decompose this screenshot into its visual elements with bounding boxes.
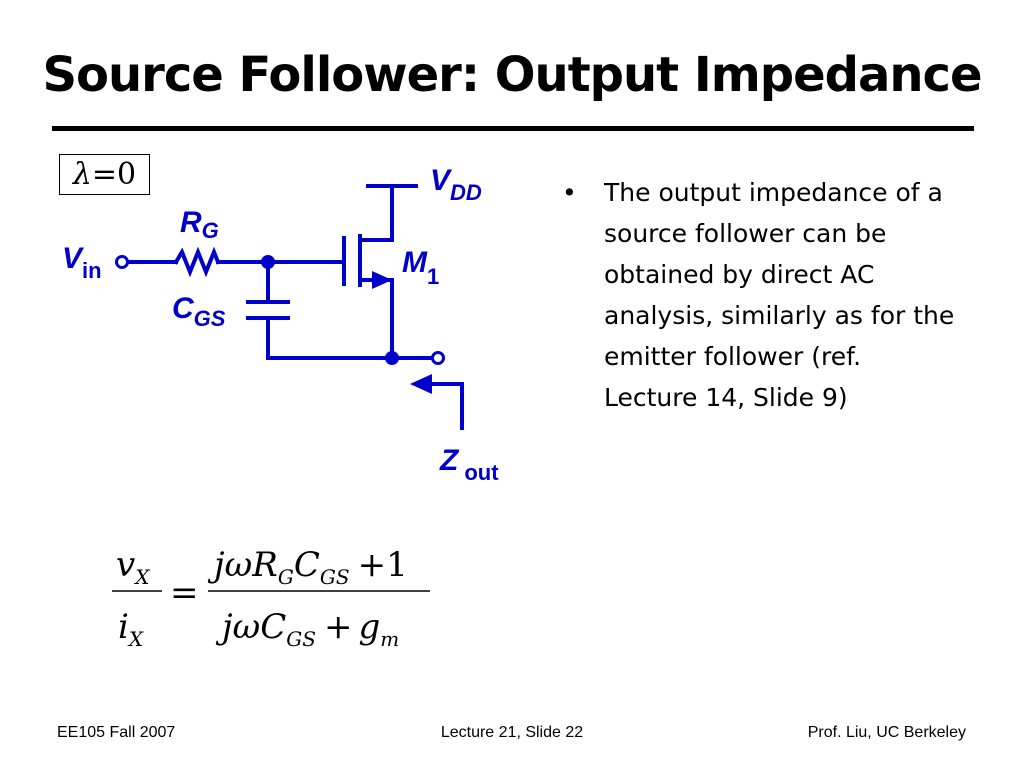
output-terminal [431, 351, 445, 365]
cgs-label: CGS [172, 292, 226, 331]
footer-author: Prof. Liu, UC Berkeley [807, 724, 966, 741]
rhs-denominator: jωCGS+gm [215, 607, 399, 651]
bullet-point: • The output impedance of a source follo… [562, 172, 962, 418]
zout-arrowhead [410, 374, 432, 394]
zout-lead [426, 382, 464, 430]
lhs-numerator: vX [116, 545, 150, 589]
lhs-denominator: iX [118, 607, 144, 651]
lambda-equals: = [91, 157, 118, 192]
vin-label: Vin [62, 242, 102, 283]
source-node [385, 351, 399, 365]
lambda-condition-box: λ=0 [59, 154, 150, 195]
slide-title: Source Follower: Output Impedance [42, 47, 982, 103]
lambda-symbol: λ [72, 157, 92, 192]
rg-resistor [173, 246, 221, 278]
rhs-numerator: jωRGCGS+1 [207, 545, 408, 589]
footer-slide-number: Lecture 21, Slide 22 [440, 724, 584, 741]
rg-label: RG [180, 206, 219, 243]
source-arrow [372, 271, 392, 289]
title-divider [52, 126, 974, 131]
lambda-value: 0 [117, 157, 137, 192]
gate-node [261, 255, 275, 269]
m1-label: M1 [402, 246, 439, 289]
bullet-marker: • [562, 178, 577, 207]
vin-terminal [115, 255, 129, 269]
bullet-text: The output impedance of a source followe… [604, 178, 955, 412]
footer-course: EE105 Fall 2007 [57, 724, 176, 741]
equals-sign: = [170, 573, 199, 613]
output-impedance-equation: vX iX = jωRGCGS+1 jωCGS+gm [112, 545, 430, 651]
vdd-label: VDD [430, 164, 482, 205]
